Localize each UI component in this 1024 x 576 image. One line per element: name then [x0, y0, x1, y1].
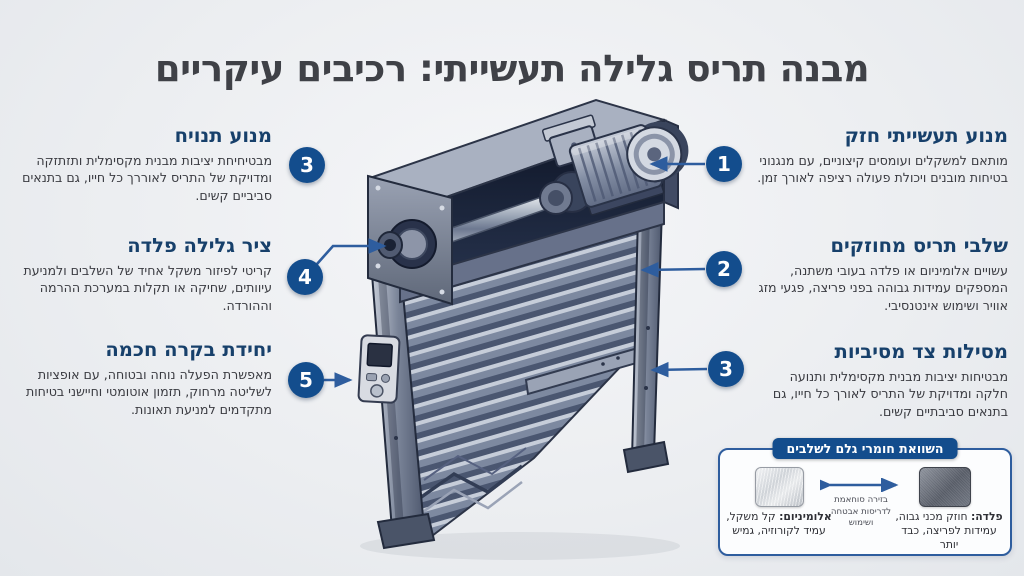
badge-2: 2: [706, 251, 742, 287]
ground-shadow: [360, 532, 680, 560]
shutter-illustration: [357, 98, 689, 560]
comparison-note-line: בזירה סוחאמת: [834, 495, 888, 505]
steel-label: פלדה: חוזק מכני גבוה, עמידות לפריצה, כבד…: [892, 510, 1006, 551]
comparison-header-badge: השוואת חומרי גלם לשלבים: [772, 438, 958, 459]
comparison-note: בזירה סוחאמת לדריסות אבטחה ושימוש: [818, 495, 904, 530]
materials-comparison-box: השוואת חומרי גלם לשלבים בזירה סוחאמת לדר…: [718, 438, 1012, 556]
callout-title: מנוע תעשייתי חזק: [844, 124, 1008, 147]
badge-3-left: 3: [289, 147, 325, 183]
double-arrow-icon: [820, 478, 899, 492]
callout-reinforced-slats: שלבי תריס מחוזקים עשויים אלומיניום או פל…: [754, 234, 1009, 314]
callout-title: יחידת בקרה חכמה: [105, 338, 272, 361]
page-title: מבנה תריס גלילה תעשייתי: רכיבים עיקריים: [154, 46, 870, 90]
steel-name: פלדה:: [970, 510, 1003, 523]
end-plate-bearing: [367, 174, 453, 306]
callout-title: מנוע תנויח: [174, 124, 272, 147]
callout-body: מבטיחיחת יציבות מבנית מקסימלית ותזתזקה ו…: [22, 153, 272, 203]
comparison-note-line: ושימוש: [848, 518, 874, 529]
callout-steel-shaft: ציר גלילה פלדה קריטי לפיזור משקל אחיד של…: [22, 234, 272, 314]
badge-1: 1: [706, 146, 742, 182]
callout-body: מאפשרת הפעלה נוחה ובטוחה, עם אופציות לשל…: [25, 367, 272, 417]
callout-control-unit: יחידת בקרה חכמה מאפשרת הפעלה נוחה ובטוחה…: [22, 338, 272, 418]
aluminum-label: אלומיניום: קל משקל, עמיד לקורוזיה, גמיש: [722, 510, 836, 538]
comparison-note-line: לדריסות אבטחה: [830, 506, 892, 517]
roller-shaft: [445, 171, 593, 246]
callout-title: ציר גלילה פלדה: [127, 234, 272, 257]
badge-4: 4: [287, 259, 323, 295]
callout-motor-variant: מנוע תנויח מבטיחיחת יציבות מבנית מקסימלי…: [22, 124, 272, 204]
callout-body: קריטי לפיזור משקל אחיד של השלבים ולמניעת…: [23, 263, 272, 313]
callout-industrial-motor: מנוע תעשייתי חזק מותאם למשקלים ועומסים ק…: [754, 124, 1008, 187]
callout-title: שלבי תריס מחוזקים: [830, 234, 1008, 257]
steel-desc: חוזק מכני גבוה, עמידות לפריצה, כבד יותר: [895, 510, 997, 551]
badge-5: 5: [288, 362, 324, 398]
aluminum-swatch: [755, 467, 804, 507]
aluminum-desc: קל משקל, עמיד לקורוזיה, גמיש: [726, 510, 826, 537]
steel-swatch: [919, 467, 971, 507]
callout-body: מותאם למשקלים ועומסים קיצוניים, עם מנגנו…: [757, 153, 1008, 186]
control-device: [357, 334, 401, 404]
callout-body: עשויים אלומיניום או פלדה בעובי משתנה, המ…: [758, 263, 1009, 313]
callout-title: מסילות צד מסיביות: [834, 340, 1008, 363]
callout-body: מבטיחות יציבות מבנית מקסימלית ותנועה חלק…: [772, 369, 1008, 419]
badge-3-right: 3: [708, 351, 744, 387]
callout-side-rails: מסילות צד מסיביות מבטיחות יציבות מבנית מ…: [754, 340, 1008, 420]
aluminum-name: אלומיניום:: [779, 510, 832, 523]
